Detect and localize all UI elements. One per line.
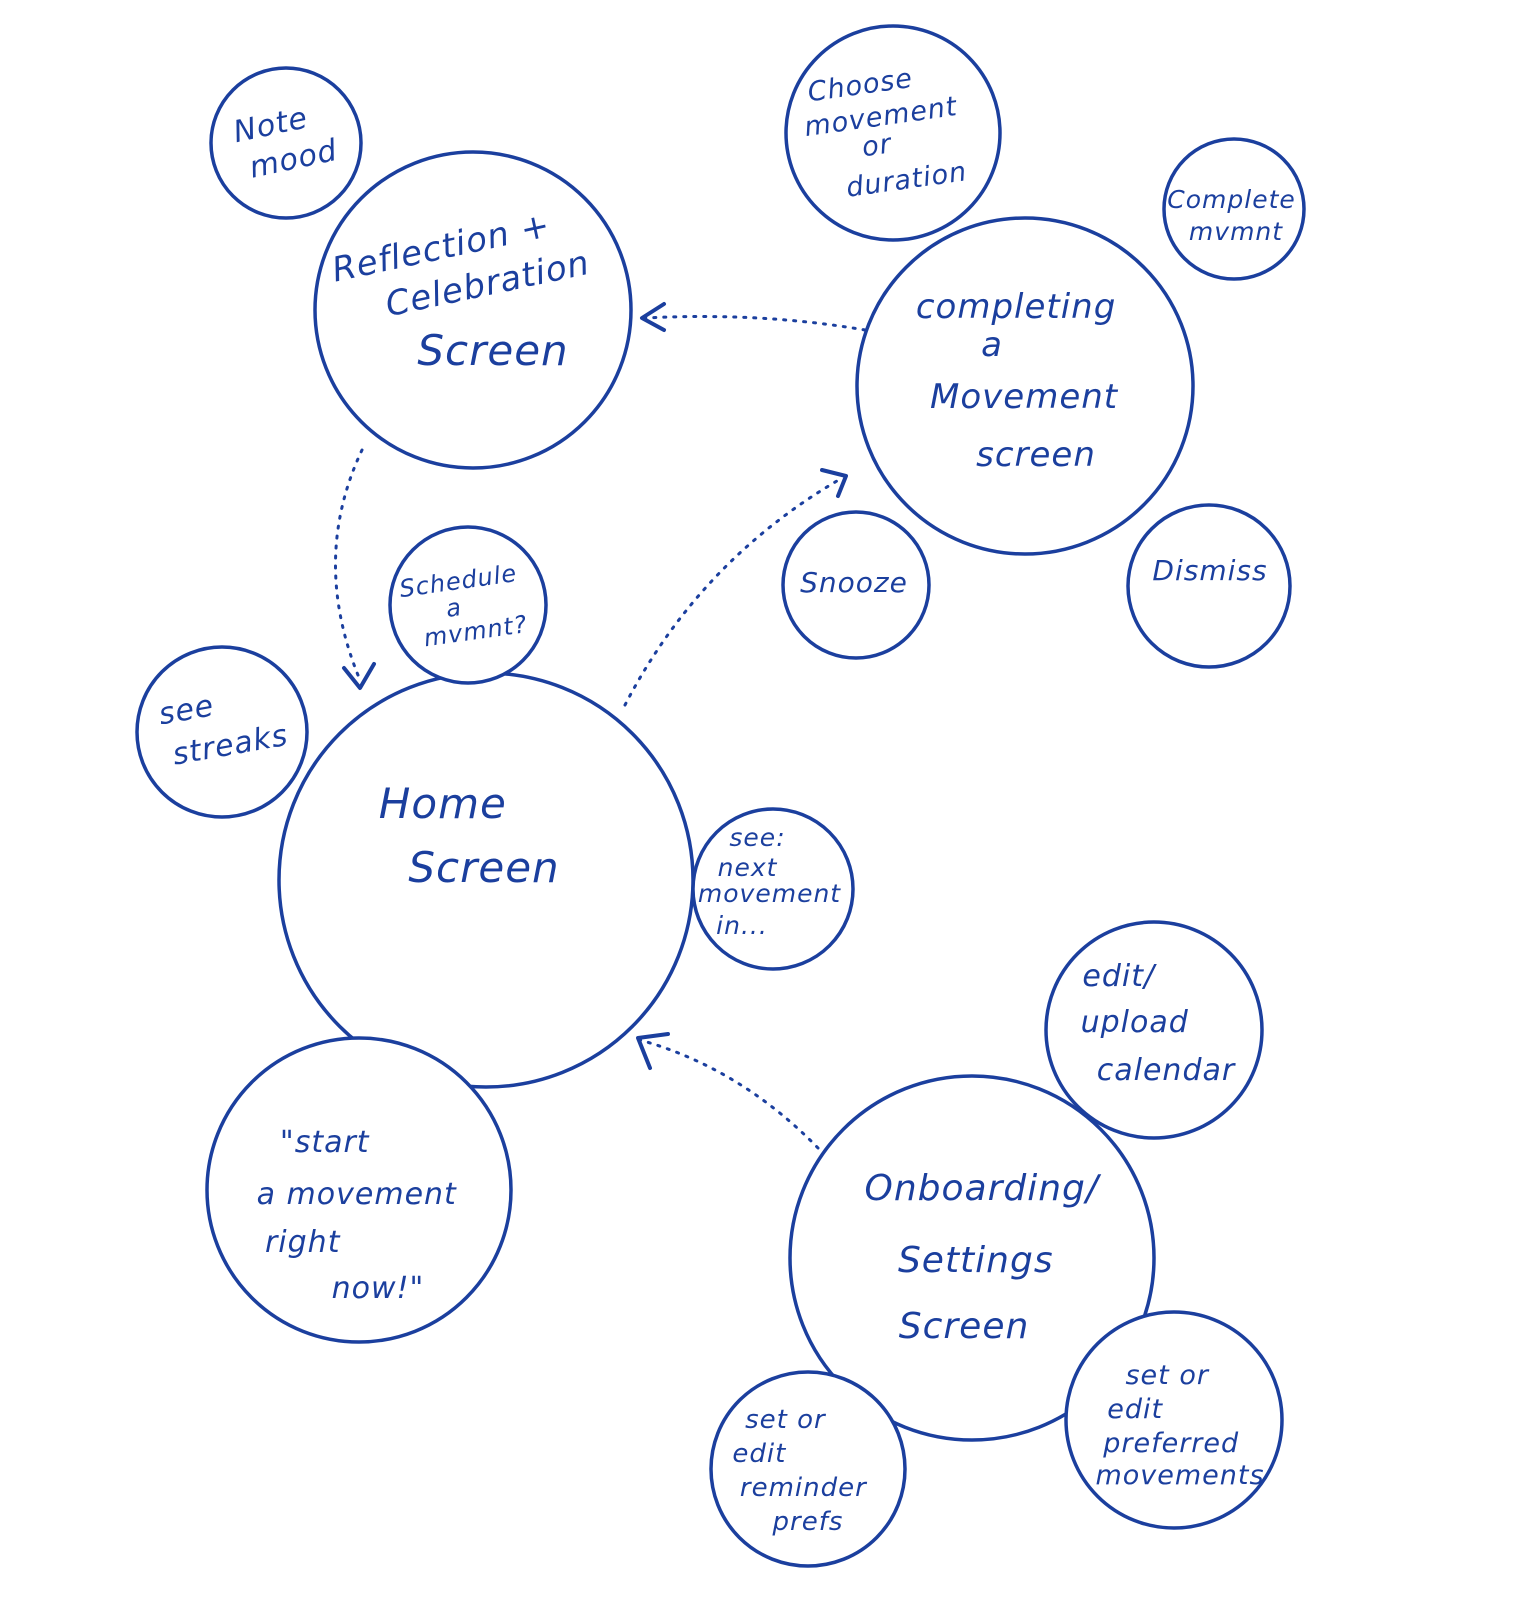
node-choose-movement: Choose movement or duration <box>784 24 1002 242</box>
reminder-prefs-label: set or edit reminder prefs <box>732 1405 876 1537</box>
node-home-screen: Home Screen <box>277 671 695 1089</box>
arrow-home-to-completing <box>623 468 848 707</box>
arrow-reflection-to-home <box>334 448 376 690</box>
connector-arrows <box>334 302 867 1150</box>
node-see-next-movement: see: next movement in... <box>691 807 855 971</box>
node-completing-movement-screen: completing a Movement screen <box>855 216 1195 556</box>
edit-calendar-label: edit/ upload calendar <box>1081 959 1236 1088</box>
node-see-streaks: see streaks <box>135 645 309 819</box>
arrow-completing-to-reflection <box>640 302 867 332</box>
node-onboarding-settings-screen: Onboarding/ Settings Screen <box>788 1074 1156 1442</box>
see-next-movement-label: see: next movement in... <box>698 823 850 940</box>
start-movement-now-label: "start a movement right now!" <box>257 1125 468 1306</box>
node-start-movement-now: "start a movement right now!" <box>205 1036 513 1344</box>
preferred-movements-label: set or edit preferred movements <box>1095 1360 1264 1491</box>
node-schedule-mvmnt: Schedule a mvmnt? <box>388 525 548 685</box>
onboarding-settings-label: Onboarding/ Settings Screen <box>865 1168 1112 1347</box>
node-snooze: Snooze <box>781 510 931 660</box>
dismiss-label: Dismiss <box>1152 554 1267 587</box>
reflection-screen-label-screen: Screen <box>417 326 568 375</box>
node-complete-mvmnt: Complete mvmnt <box>1162 137 1306 281</box>
node-reminder-prefs: set or edit reminder prefs <box>709 1370 907 1568</box>
home-screen-label: Home Screen <box>379 779 560 892</box>
node-preferred-movements: set or edit preferred movements <box>1064 1310 1284 1530</box>
node-dismiss: Dismiss <box>1126 503 1292 669</box>
completing-movement-label: completing a Movement screen <box>916 287 1130 475</box>
node-edit-calendar: edit/ upload calendar <box>1044 920 1264 1140</box>
complete-mvmnt-label: Complete mvmnt <box>1167 185 1304 246</box>
node-note-mood: Note mood <box>209 66 363 220</box>
node-reflection-screen: Reflection + Celebration Screen <box>313 150 633 470</box>
snooze-label: Snooze <box>800 566 908 599</box>
arrow-onboarding-to-home <box>636 1032 820 1150</box>
